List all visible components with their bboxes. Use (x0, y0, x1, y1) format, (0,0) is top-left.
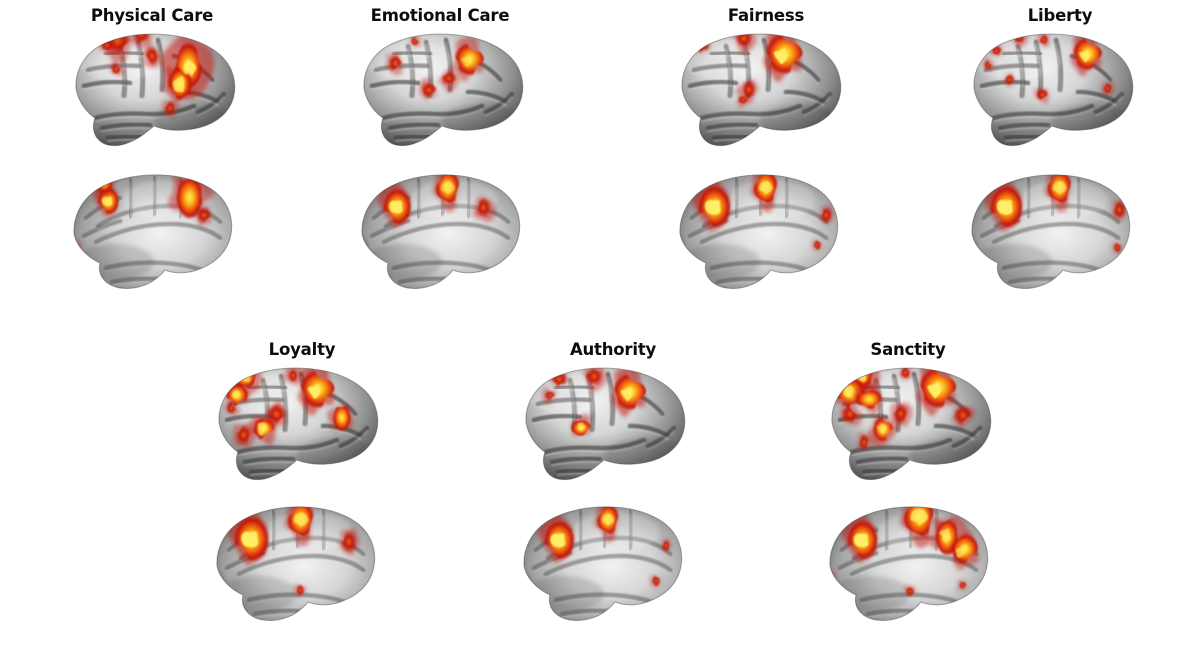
brain-lateral-emotional-care (350, 26, 530, 158)
brain-surface-medial (523, 506, 683, 621)
brain-medial-sanctity (818, 498, 998, 630)
brain-medial-loyalty (205, 498, 385, 630)
brain-surface-medial (216, 506, 376, 621)
brain-surface-medial (829, 506, 989, 621)
brain-surface-medial (361, 174, 521, 289)
panel-title-physical-care: Physical Care (90, 6, 214, 25)
brain-medial-physical-care (62, 166, 242, 298)
brain-surface-lateral (831, 367, 992, 481)
brain-surface-lateral (75, 33, 236, 147)
panel-title-liberty: Liberty (1027, 6, 1093, 25)
panel-title-loyalty: Loyalty (268, 340, 336, 359)
brain-medial-emotional-care (350, 166, 530, 298)
brain-surface-medial (971, 174, 1131, 289)
panel-title-emotional-care: Emotional Care (370, 6, 510, 25)
brain-surface-lateral (681, 33, 842, 147)
brain-surface-lateral (363, 33, 524, 147)
panel-title-sanctity: Sanctity (870, 340, 946, 359)
panel-title-fairness: Fairness (727, 6, 805, 25)
brain-medial-fairness (668, 166, 848, 298)
brain-surface-lateral (218, 367, 379, 481)
brain-surface-medial (73, 174, 233, 289)
brain-lateral-loyalty (205, 360, 385, 492)
brain-lateral-physical-care (62, 26, 242, 158)
brain-lateral-liberty (960, 26, 1140, 158)
brain-surface-medial (679, 174, 839, 289)
brain-surface-lateral (973, 33, 1134, 147)
brain-lateral-fairness (668, 26, 848, 158)
panel-title-authority: Authority (569, 340, 657, 359)
brain-lateral-authority (512, 360, 692, 492)
brain-medial-liberty (960, 166, 1140, 298)
brain-medial-authority (512, 498, 692, 630)
brain-surface-lateral (525, 367, 686, 481)
brain-lateral-sanctity (818, 360, 998, 492)
